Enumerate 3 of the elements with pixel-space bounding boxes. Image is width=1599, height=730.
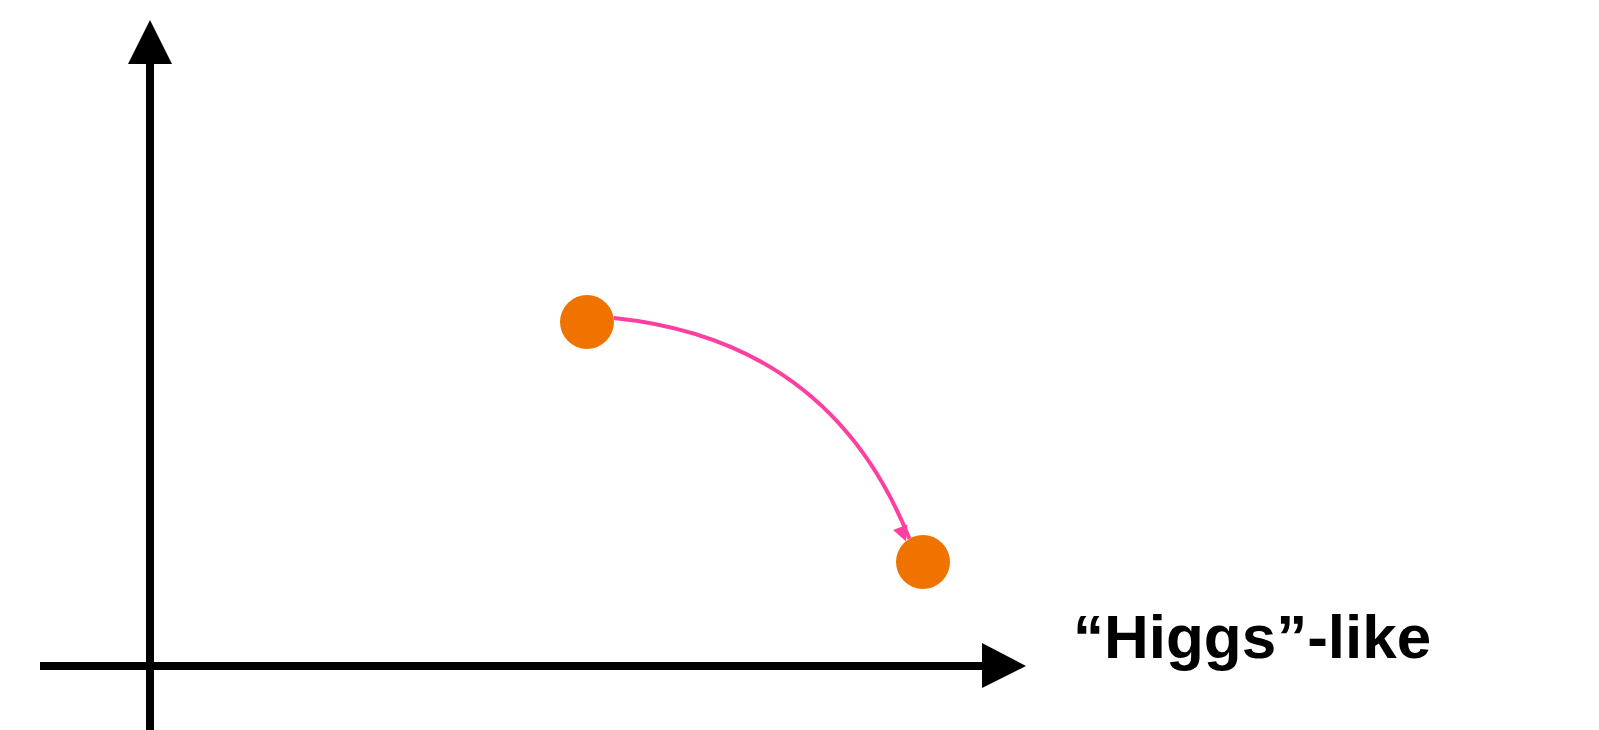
arrow	[613, 315, 912, 542]
dot	[896, 535, 950, 589]
dot	[560, 295, 614, 349]
